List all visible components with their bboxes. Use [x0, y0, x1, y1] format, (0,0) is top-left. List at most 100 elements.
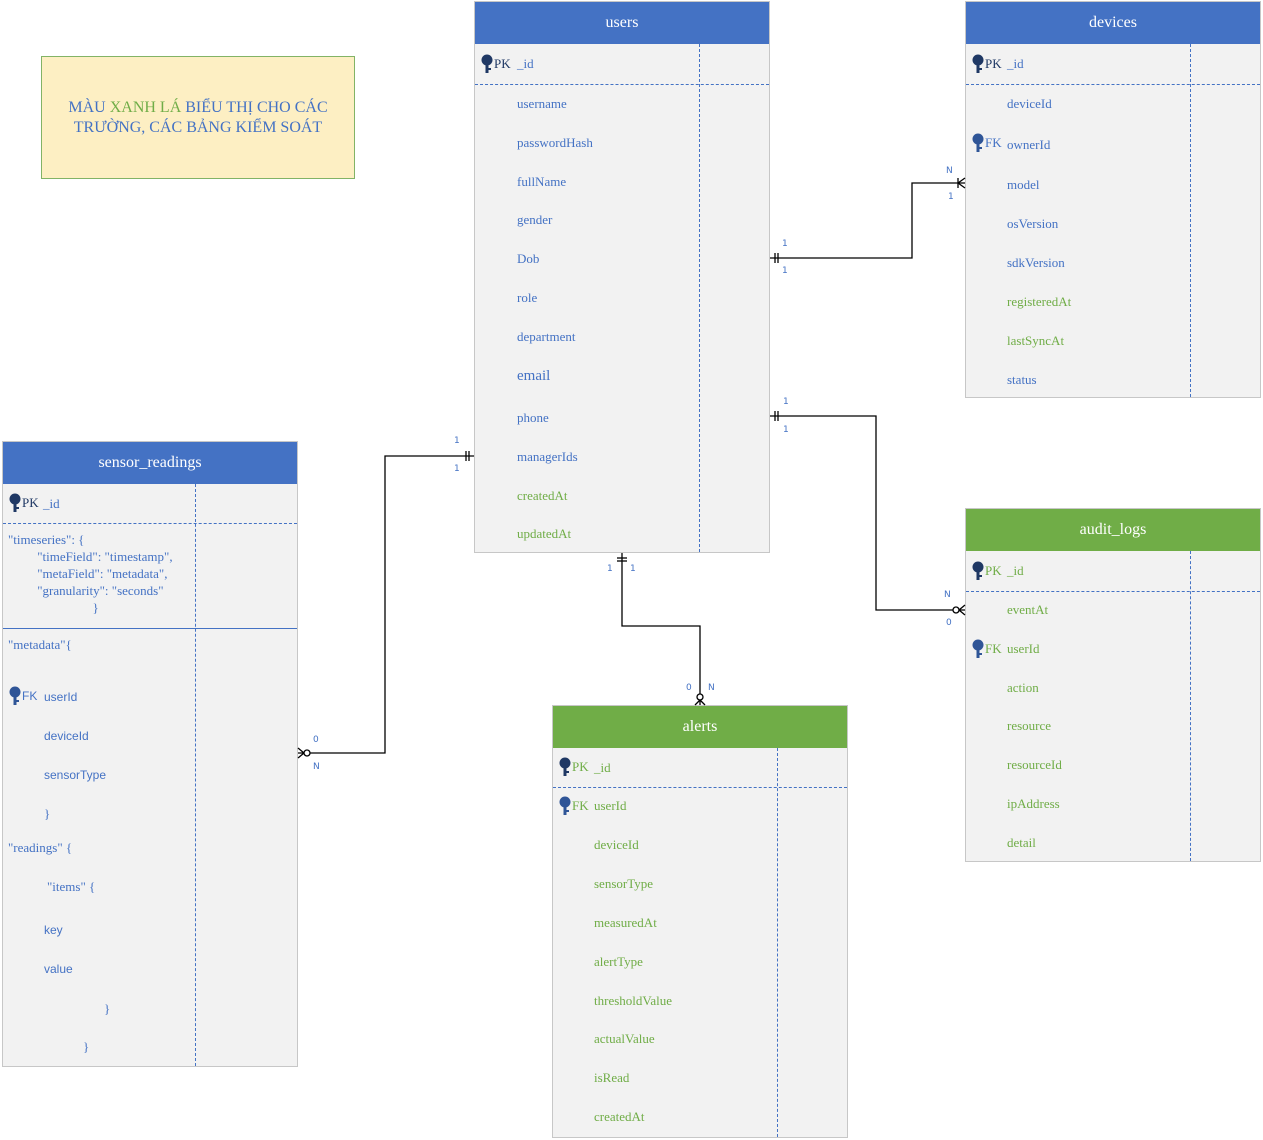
rel-users-devices	[770, 182, 965, 259]
rel-users-alerts	[621, 553, 701, 705]
users-field-createdat: createdAt	[517, 488, 568, 503]
devices-pk-field: _id	[1007, 56, 1024, 71]
devices-table-header[interactable]: devices	[966, 2, 1260, 44]
key-icon	[972, 561, 984, 580]
items-open: "items" {	[47, 879, 96, 894]
users-field-username: username	[517, 96, 567, 111]
sensor-readings-pk-field: _id	[43, 496, 60, 511]
alerts-field-measuredat: measuredAt	[594, 915, 657, 930]
audit-field-resourceid: resourceId	[1007, 757, 1062, 772]
users-field-email: email	[517, 368, 551, 384]
pk-label: PK	[22, 495, 39, 510]
audit-field-userid: userId	[1007, 641, 1040, 656]
key-icon	[972, 54, 984, 73]
rel-users-sensor	[298, 455, 474, 754]
sensor-readings-table-header[interactable]: sensor_readings	[3, 442, 297, 484]
fk-label: FK	[572, 798, 589, 813]
alerts-field-userid: userId	[594, 798, 627, 813]
users-table-header[interactable]: users	[475, 2, 769, 44]
devices-field-status: status	[1007, 372, 1037, 387]
card-users-audit-d: 0	[946, 618, 952, 628]
devices-fk: FK	[972, 133, 1002, 153]
alerts-field-thresholdvalue: thresholdValue	[594, 993, 672, 1008]
alerts-pk-field: _id	[594, 760, 611, 775]
alerts-field-deviceid: deviceId	[594, 837, 639, 852]
pk-label: PK	[985, 56, 1002, 71]
item-field-key: key	[44, 923, 63, 937]
users-field-dob: Dob	[517, 251, 540, 266]
card-users-alerts-d: N	[708, 683, 715, 693]
audit-field-resource: resource	[1007, 718, 1052, 733]
audit-field-eventat: eventAt	[1007, 602, 1049, 617]
audit-field-ipaddress: ipAddress	[1007, 796, 1060, 811]
key-icon	[9, 686, 21, 705]
key-icon	[559, 796, 571, 815]
devices-field-osversion: osVersion	[1007, 216, 1059, 231]
fk-label: FK	[22, 689, 38, 703]
devices-field-model: model	[1007, 177, 1040, 192]
pk-label: PK	[572, 759, 589, 774]
meta-field-sensortype: sensorType	[44, 768, 107, 782]
sensor-readings-table[interactable]: sensor_readings PK _id "timeseries": { "…	[2, 441, 298, 1067]
meta-field-userid: userId	[44, 690, 78, 704]
card-users-devices-d: 1	[948, 192, 954, 202]
key-icon	[972, 133, 984, 152]
audit-field-action: action	[1007, 680, 1039, 695]
users-field-role: role	[517, 290, 538, 305]
users-table[interactable]: users PK _id username passwordHash fullN…	[474, 1, 770, 553]
users-field-passwordhash: passwordHash	[517, 135, 593, 150]
audit-logs-table[interactable]: audit_logs PK _id eventAt FK userId acti…	[965, 508, 1261, 862]
alerts-table-header[interactable]: alerts	[553, 706, 847, 748]
card-users-sensor-b: 1	[454, 464, 460, 474]
card-users-sensor-d: N	[313, 762, 320, 772]
alerts-pk: PK	[559, 757, 589, 777]
readings-open: "readings" {	[8, 840, 73, 855]
users-field-fullname: fullName	[517, 174, 567, 189]
alerts-field-createdat: createdAt	[594, 1109, 645, 1124]
card-users-audit-a: 1	[783, 397, 789, 407]
pk-label: PK	[985, 563, 1002, 578]
key-icon	[9, 493, 21, 512]
alerts-fk: FK	[559, 796, 589, 816]
devices-field-ownerid: ownerId	[1007, 137, 1051, 152]
audit-logs-pk: PK	[972, 561, 1002, 581]
devices-field-registeredat: registeredAt	[1007, 294, 1072, 309]
devices-table[interactable]: devices PK _id deviceId FK ownerId model…	[965, 1, 1261, 398]
card-users-alerts-b: 1	[630, 564, 636, 574]
alerts-field-isread: isRead	[594, 1070, 630, 1085]
sensor-readings-fk: FK	[9, 686, 37, 706]
item-field-value: value	[44, 962, 73, 976]
note-text-green: XANH LÁ	[109, 98, 182, 116]
alerts-field-actualvalue: actualValue	[594, 1031, 655, 1046]
alerts-field-alerttype: alertType	[594, 954, 643, 969]
users-field-updatedat: updatedAt	[517, 526, 572, 541]
card-users-sensor-c: 0	[313, 735, 319, 745]
fk-label: FK	[985, 641, 1002, 656]
audit-logs-fk: FK	[972, 639, 1002, 659]
devices-pk: PK	[972, 54, 1002, 74]
alerts-table[interactable]: alerts PK _id FK userId deviceId sensorT…	[552, 705, 848, 1138]
audit-logs-pk-field: _id	[1007, 563, 1024, 578]
card-users-audit-b: 1	[783, 425, 789, 435]
devices-field-deviceid: deviceId	[1007, 96, 1052, 111]
devices-field-lastsyncat: lastSyncAt	[1007, 333, 1065, 348]
sensor-readings-pk: PK	[9, 493, 39, 513]
metadata-close: }	[44, 806, 51, 821]
legend-note: MÀU XANH LÁ BIỂU THỊ CHO CÁC TRƯỜNG, CÁC…	[41, 56, 355, 179]
key-icon	[972, 639, 984, 658]
items-close: }	[104, 1001, 111, 1016]
timeseries-config: "timeseries": { "timeField": "timestamp"…	[8, 532, 173, 615]
meta-field-deviceid: deviceId	[44, 729, 89, 743]
audit-field-detail: detail	[1007, 835, 1036, 850]
rel-users-audit	[770, 415, 965, 611]
card-users-devices-b: 1	[782, 266, 788, 276]
card-users-sensor-a: 1	[454, 436, 460, 446]
readings-close: }	[83, 1039, 90, 1054]
pk-label: PK	[494, 56, 511, 71]
users-field-gender: gender	[517, 212, 553, 227]
fk-label: FK	[985, 135, 1002, 150]
note-text-3: BIỂU THỊ CHO CÁC TRƯỜNG, CÁC BẢNG KIỂM S…	[73, 98, 328, 136]
devices-field-sdkversion: sdkVersion	[1007, 255, 1065, 270]
audit-logs-table-header[interactable]: audit_logs	[966, 509, 1260, 551]
users-pk-field: _id	[517, 56, 534, 71]
